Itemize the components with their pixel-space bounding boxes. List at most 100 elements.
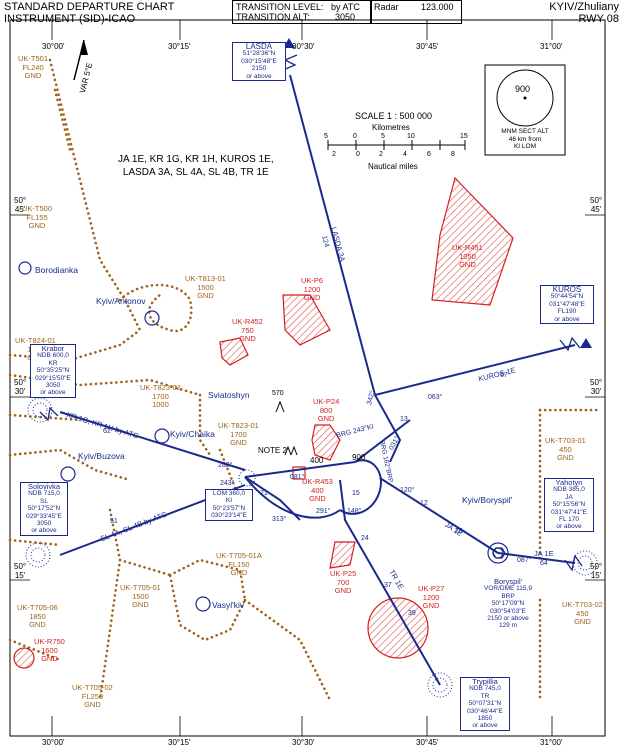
scale-tick: 2: [332, 151, 336, 158]
route-distance: 51: [110, 518, 118, 525]
lon-label-bottom: 31°00': [540, 738, 563, 747]
route-distance: 21: [260, 490, 268, 497]
msa-value: 900: [515, 84, 531, 94]
lon-label-top: 31°00': [540, 42, 563, 51]
route-distance: 39: [408, 610, 416, 617]
lon-label-top: 30°15': [168, 42, 191, 51]
heading-label: 148°: [347, 508, 362, 515]
lat-label-right: 50° 45': [590, 196, 603, 214]
lon-label-top: 30°00': [42, 42, 65, 51]
airport-runway: KYIV/Zhuliany RWY 08: [549, 1, 619, 25]
altitude-label: 400: [310, 456, 324, 465]
heading-label: 313°: [272, 516, 287, 523]
place-label: Borodianka: [35, 265, 79, 275]
lon-label-bottom: 30°45': [416, 738, 439, 747]
obstacle-icon: [275, 400, 285, 413]
route-distance: 37: [384, 582, 392, 589]
sid-routes: [59, 74, 576, 686]
ndb-symbols: [25, 397, 598, 698]
msa-circle: [496, 69, 554, 127]
heading-label: 081°: [290, 474, 305, 481]
lat-label-left: 50° 45': [14, 196, 27, 214]
msa-box: [484, 64, 566, 156]
heading-label: 243°: [220, 480, 235, 487]
scale-tick: 0: [356, 151, 360, 158]
lat-label-left: 50° 15': [14, 562, 27, 580]
note-2-obstacle-icon: [284, 445, 298, 456]
scale-tick: 4: [403, 151, 407, 158]
lon-label-top: 30°30': [292, 42, 315, 51]
aerodromes: [18, 261, 509, 612]
scale-tick: 5: [324, 133, 328, 140]
scale-tick: 10: [407, 133, 415, 140]
scale-tick: 5: [381, 133, 385, 140]
place-label: Kyiv/Antonov: [96, 296, 146, 306]
map-frame: [9, 19, 606, 737]
radar-box: Radar 123.000: [370, 0, 462, 24]
route-distance: 67: [500, 372, 508, 379]
chart-title: STANDARD DEPARTURE CHART INSTRUMENT (SID…: [4, 1, 175, 25]
scale-nm-label: Nautical miles: [368, 162, 418, 171]
north-arrow: [73, 39, 88, 81]
lon-label-top: 30°45': [416, 42, 439, 51]
place-label: Sviatoshyn: [208, 390, 250, 400]
procedure-list: JA 1E, KR 1G, KR 1H, KUROS 1E,LASDA 3A, …: [118, 154, 274, 178]
heading-label: 282°: [218, 462, 233, 469]
scale-km-label: Kilometres: [372, 123, 410, 132]
lon-label-bottom: 30°15': [168, 738, 191, 747]
heading-label: 120°: [400, 487, 415, 494]
altitude-label: 900: [352, 453, 366, 462]
route-distance: 24: [361, 535, 369, 542]
transition-box: TRANSITION LEVEL: by ATC TRANSITION ALT:…: [232, 0, 372, 24]
route-distance: 25: [455, 528, 463, 535]
lat-label-right: 50° 15': [590, 562, 603, 580]
lat-label-left: 50° 30': [14, 378, 27, 396]
vor-symbol: [492, 547, 506, 559]
obstacle-elevation: 570: [272, 390, 284, 397]
scale-tick: 8: [451, 151, 455, 158]
scale-bar: [327, 140, 466, 150]
scale-title: SCALE 1 : 500 000: [355, 111, 433, 121]
route-distance: 15: [352, 490, 360, 497]
route-distance: 64: [540, 560, 548, 567]
lat-label-right: 50° 30': [590, 378, 603, 396]
place-label: Kyiv/Buzova: [78, 451, 125, 461]
route-distance: 13: [400, 416, 408, 423]
scale-tick: 2: [379, 151, 383, 158]
scale-tick: 15: [460, 133, 468, 140]
place-label: Vasyl'kiv: [212, 600, 245, 610]
note-2-area: [292, 466, 306, 480]
heading-label: 291°: [316, 508, 331, 515]
note-2-label: NOTE 2: [258, 446, 287, 455]
training-area-boundaries: [8, 58, 602, 702]
